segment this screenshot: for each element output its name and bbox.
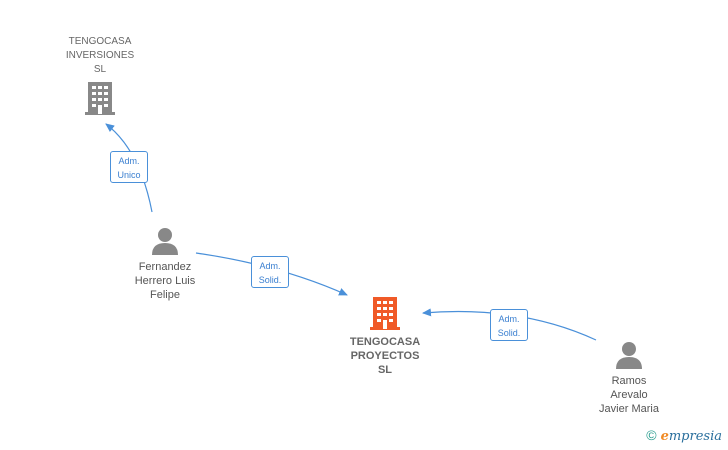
building-icon [85,82,115,115]
person-label: Ramos Arevalo Javier Maria [599,375,659,415]
person-icon [616,342,642,369]
company-label: TENGOCASA INVERSIONES SL [65,36,135,75]
company-label: TENGOCASA PROYECTOS SL [349,336,421,376]
node-ramos-arevalo[interactable]: Ramos Arevalo Javier Maria [577,340,681,416]
person-label: Fernandez Herrero Luis Felipe [134,261,196,301]
copyright-symbol: © [646,427,657,443]
node-tengocasa-inversiones[interactable]: TENGOCASA INVERSIONES SL [48,35,152,116]
edge-label-adm-solid[interactable]: Adm. Solid. [490,309,528,341]
person-icon [152,228,178,255]
node-fernandez-herrero[interactable]: Fernandez Herrero Luis Felipe [113,226,217,302]
empresia-watermark: ©empresia [646,427,722,444]
edge-label-adm-solid[interactable]: Adm. Solid. [251,256,289,288]
brand-name: mpresia [668,429,722,444]
node-tengocasa-proyectos[interactable]: TENGOCASA PROYECTOS SL [333,295,437,377]
brand-initial: e [660,429,669,444]
building-icon [370,297,400,330]
edge-label-adm-unico[interactable]: Adm. Unico [110,151,148,183]
